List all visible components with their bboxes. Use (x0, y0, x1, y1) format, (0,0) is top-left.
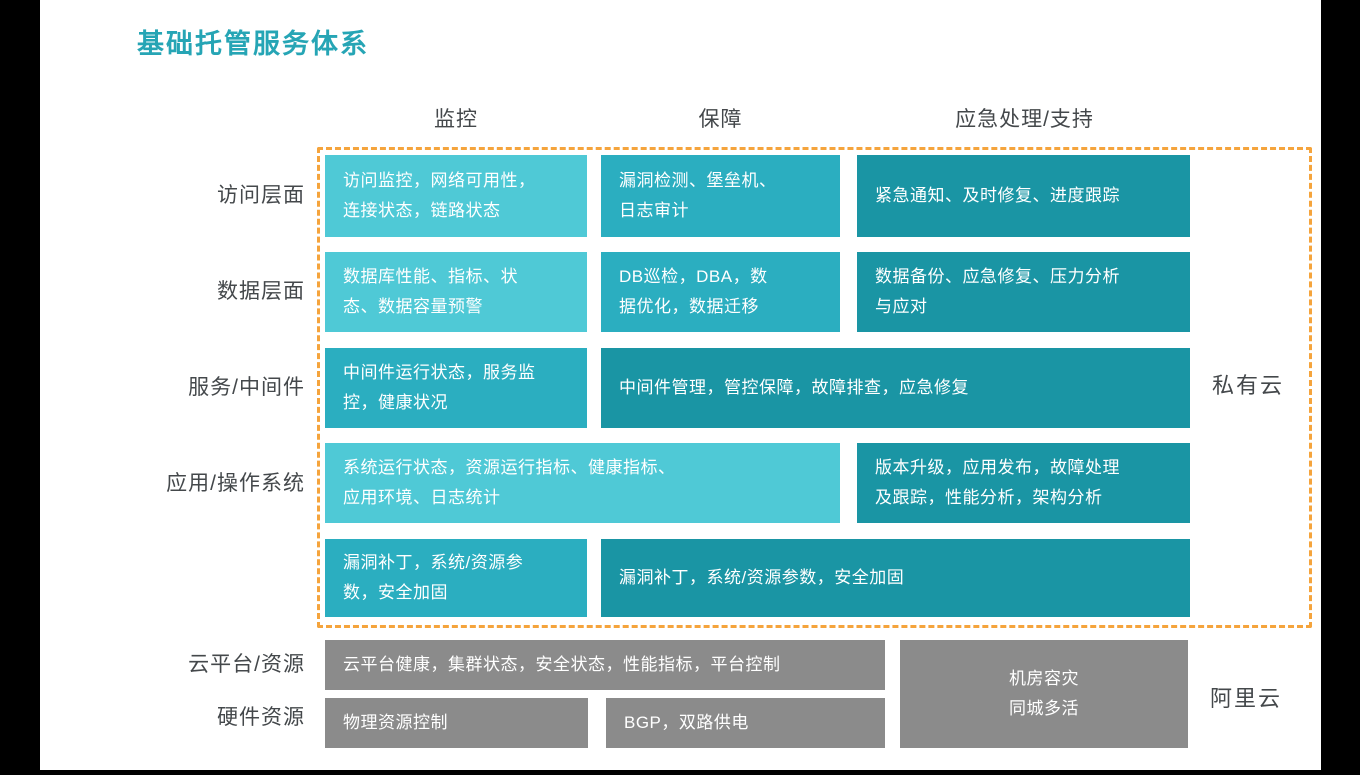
private-cloud-label: 私有云 (1212, 373, 1285, 398)
cell-data-emergency: 数据备份、应急修复、压力分析 与应对 (857, 252, 1190, 332)
cell-middleware-guarantee-emergency: 中间件管理，管控保障，故障排查，应急修复 (601, 348, 1190, 428)
row-label-app-os: 应用/操作系统 (166, 472, 305, 495)
cell-cloud-platform: 云平台健康，集群状态，安全状态，性能指标，平台控制 (325, 640, 885, 690)
cell-physical-resource-control: 物理资源控制 (325, 698, 588, 748)
row-label-data-layer: 数据层面 (217, 280, 305, 303)
cell-data-guarantee: DB巡检，DBA，数 据优化，数据迁移 (601, 252, 840, 332)
cell-access-emergency: 紧急通知、及时修复、进度跟踪 (857, 155, 1190, 237)
column-header-monitoring: 监控 (434, 108, 478, 131)
cell-datacenter-disaster-recovery: 机房容灾 同城多活 (900, 640, 1188, 748)
row-label-cloud-platform-resources: 云平台/资源 (188, 653, 305, 676)
column-header-emergency-support: 应急处理/支持 (955, 108, 1094, 131)
cell-patch-monitoring: 漏洞补丁，系统/资源参 数，安全加固 (325, 539, 587, 617)
cell-access-guarantee: 漏洞检测、堡垒机、 日志审计 (601, 155, 840, 237)
cell-data-monitoring: 数据库性能、指标、状 态、数据容量预警 (325, 252, 587, 332)
cell-middleware-monitoring: 中间件运行状态，服务监 控，健康状况 (325, 348, 587, 428)
column-header-guarantee: 保障 (698, 108, 743, 131)
cell-access-monitoring: 访问监控，网络可用性， 连接状态，链路状态 (325, 155, 587, 237)
cell-appos-emergency: 版本升级，应用发布，故障处理 及跟踪，性能分析，架构分析 (857, 443, 1190, 523)
cell-bgp-power: BGP，双路供电 (606, 698, 885, 748)
cell-patch-guarantee-emergency: 漏洞补丁，系统/资源参数，安全加固 (601, 539, 1190, 617)
row-label-access-layer: 访问层面 (217, 184, 305, 207)
private-cloud-boundary (317, 147, 1312, 628)
slide-canvas: 基础托管服务体系 监控 保障 应急处理/支持 访问层面 数据层面 服务/中间件 … (40, 0, 1321, 770)
row-label-hardware-resources: 硬件资源 (217, 706, 305, 729)
alicloud-label: 阿里云 (1210, 686, 1283, 711)
page-title: 基础托管服务体系 (137, 29, 369, 59)
row-label-service-middleware: 服务/中间件 (188, 376, 305, 399)
cell-appos-monitoring-guarantee: 系统运行状态，资源运行指标、健康指标、 应用环境、日志统计 (325, 443, 840, 523)
